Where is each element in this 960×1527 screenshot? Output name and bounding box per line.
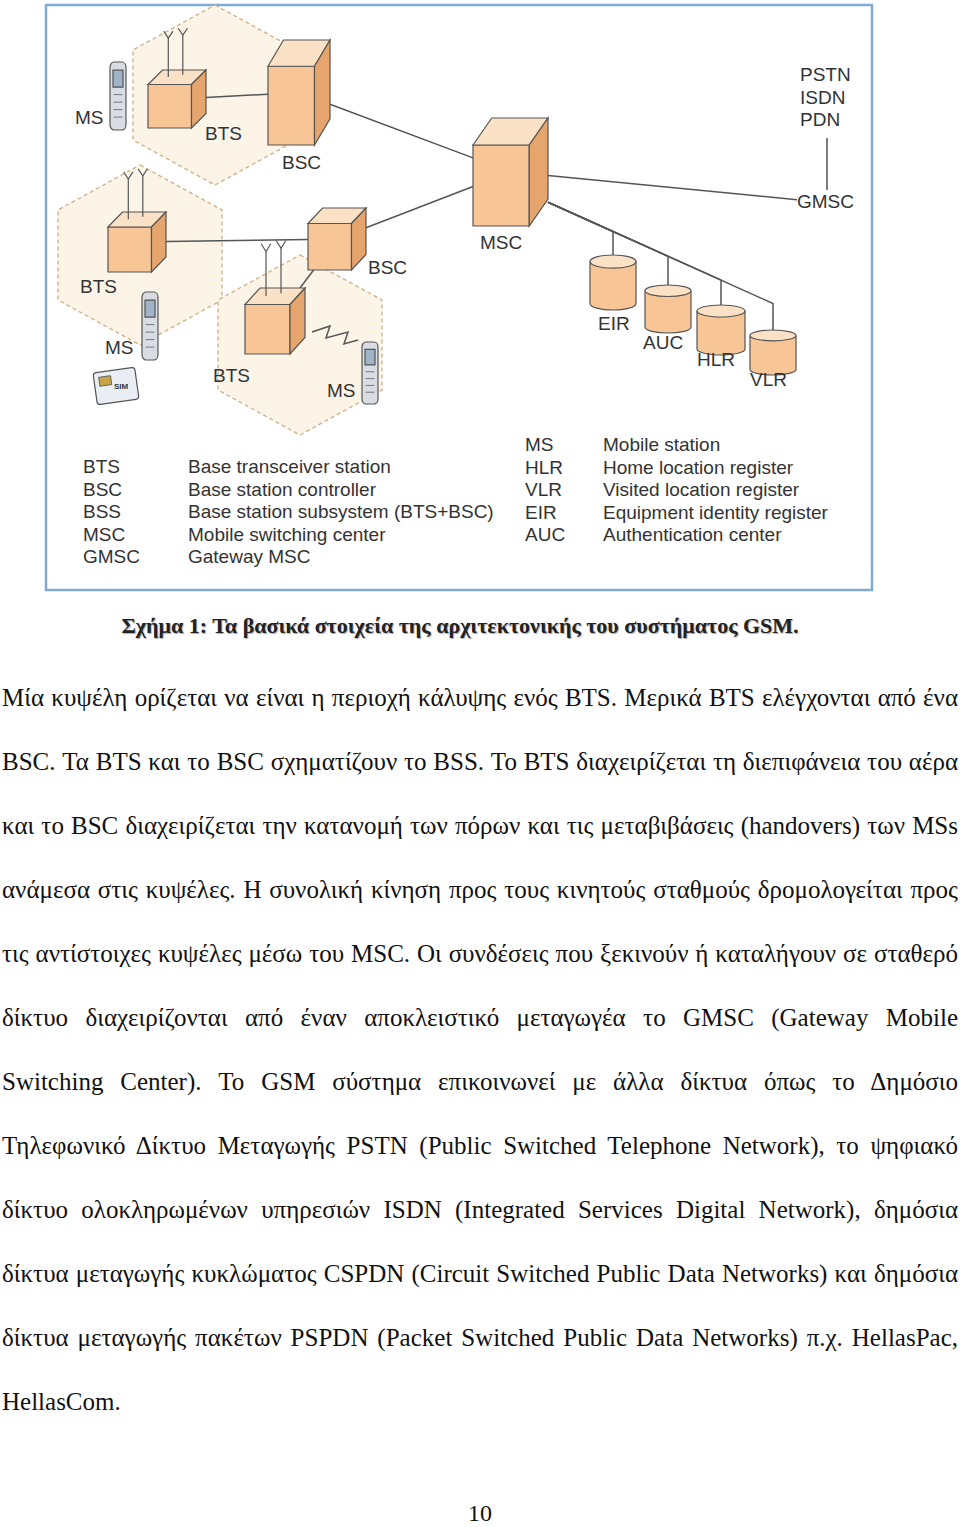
legend-abbreviation: GMSC <box>83 547 140 568</box>
network-link <box>548 202 613 255</box>
legend-abbreviation: MS <box>525 435 554 456</box>
network-cube: BTS <box>148 70 206 128</box>
cyl-shape <box>590 255 636 310</box>
node-label: BTS <box>213 366 250 387</box>
node-label: BSC <box>282 153 321 174</box>
pstn-link <box>826 138 828 190</box>
phone-shape <box>108 62 128 130</box>
cube-shape <box>268 40 330 145</box>
network-label: ISDN <box>800 88 845 109</box>
node-label: GMSC <box>797 192 854 213</box>
phone-shape <box>140 292 160 360</box>
bts-shape <box>245 288 305 354</box>
page-number: 10 <box>0 1500 960 1526</box>
legend-description: Gateway MSC <box>188 547 310 568</box>
mobile-station: MS <box>108 62 128 130</box>
node-label: MS <box>105 338 134 359</box>
node-label: MS <box>75 108 104 129</box>
node-label: VLR <box>750 370 787 391</box>
cyl-shape <box>750 330 796 375</box>
radio-link <box>312 326 358 344</box>
database-cylinder: VLR <box>750 330 796 375</box>
node-label: EIR <box>598 314 630 335</box>
network-cube: BTS <box>108 212 166 272</box>
legend-abbreviation: HLR <box>525 458 563 479</box>
node-label: BSC <box>368 258 407 279</box>
legend-description: Home location register <box>603 458 793 479</box>
network-link <box>330 104 473 158</box>
database-cylinder: EIR <box>590 255 636 310</box>
legend-abbreviation: AUC <box>525 525 565 546</box>
legend-description: Mobile switching center <box>188 525 385 546</box>
mobile-station: MS <box>140 292 160 360</box>
cube-shape <box>308 208 366 270</box>
network-link <box>300 270 314 288</box>
bts-shape <box>108 212 166 272</box>
phone-shape <box>360 342 380 404</box>
node-label: MSC <box>480 233 522 254</box>
network-link <box>548 176 797 200</box>
legend-description: Base station controller <box>188 480 376 501</box>
legend-abbreviation: VLR <box>525 480 562 501</box>
legend-abbreviation: BSC <box>83 480 122 501</box>
node-label: MS <box>327 381 356 402</box>
cube-shape <box>473 118 548 226</box>
legend-description: Base transceiver station <box>188 457 391 478</box>
legend-description: Base station subsystem (BTS+BSC) <box>188 502 494 523</box>
network-link <box>366 187 473 228</box>
body-paragraph: Μία κυψέλη ορίζεται να είναι η περιοχή κ… <box>2 666 958 1434</box>
network-cube: BSC <box>308 208 366 270</box>
network-cube: BTS <box>245 288 305 354</box>
legend-abbreviation: MSC <box>83 525 125 546</box>
figure-frame <box>46 5 872 590</box>
cyl-shape <box>645 285 691 333</box>
node-label: BTS <box>205 124 242 145</box>
legend-description: Mobile station <box>603 435 720 456</box>
sim-label: SIM <box>114 383 128 392</box>
network-cube: BSC <box>268 40 330 145</box>
network-cube: MSC <box>473 118 548 226</box>
database-cylinder: HLR <box>697 305 745 355</box>
node-label: BTS <box>80 277 117 298</box>
legend-description: Equipment identity register <box>603 503 828 524</box>
node-label: AUC <box>643 333 683 354</box>
cyl-shape <box>697 305 745 355</box>
legend-description: Visited location register <box>603 480 799 501</box>
legend-abbreviation: BTS <box>83 457 120 478</box>
legend-abbreviation: EIR <box>525 503 557 524</box>
cell-hexagons <box>58 5 382 435</box>
figure-caption: Σχήμα 1: Τα βασικά στοιχεία της αρχιτεκτ… <box>0 614 920 638</box>
legend-description: Authentication center <box>603 525 782 546</box>
bts-shape <box>148 70 206 128</box>
network-link <box>206 94 268 97</box>
legend-abbreviation: BSS <box>83 502 121 523</box>
node-label: HLR <box>697 350 735 371</box>
gateway-node: GMSC <box>797 192 854 213</box>
network-label: PDN <box>800 110 840 131</box>
sim-card <box>93 367 139 405</box>
mobile-station: MS <box>360 342 380 404</box>
network-link <box>166 239 308 241</box>
network-label: PSTN <box>800 65 851 86</box>
database-cylinder: AUC <box>645 285 691 333</box>
